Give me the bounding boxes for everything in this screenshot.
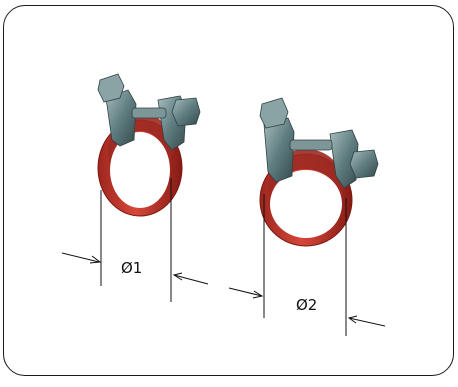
dim1-arrow-left (61, 252, 100, 263)
dim1-arrowhead-right (172, 272, 183, 281)
dim1-arrowhead-left (89, 255, 102, 264)
dim2-arrowhead-left (252, 290, 264, 299)
dim2-arrowhead-right (347, 315, 358, 324)
dim1-arrow-right (173, 274, 209, 285)
dimension-1 (61, 178, 209, 302)
dim2-arrow-right (348, 317, 386, 327)
hose-clamp-large (97, 73, 201, 217)
hose-clamp-small (259, 97, 379, 247)
diameter-2-label: Ø2 (296, 296, 318, 314)
figure-frame (3, 5, 454, 376)
dimension-2 (228, 194, 386, 336)
dim2-arrow-left (228, 287, 263, 297)
diameter-1-label: Ø1 (121, 259, 143, 277)
